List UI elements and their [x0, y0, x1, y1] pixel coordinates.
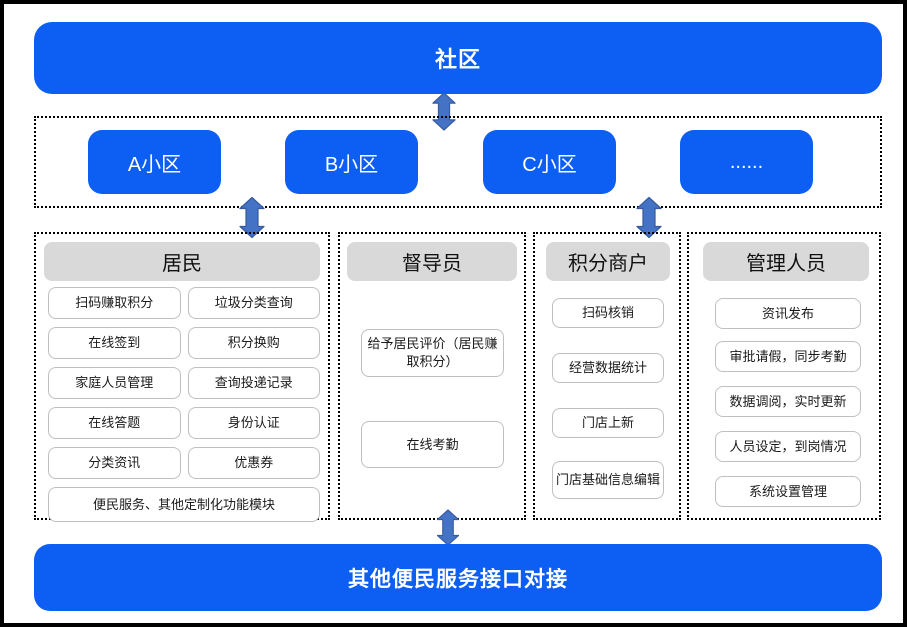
double-arrow-icon: [436, 509, 460, 546]
community-node: 社区: [34, 22, 882, 94]
district-node-b: B小区: [285, 130, 418, 194]
feature-item: 门店上新: [552, 408, 664, 438]
column-merchants: 积分商户 扫码核销 经营数据统计 门店上新 门店基础信息编辑: [533, 232, 681, 520]
feature-item: 扫码核销: [552, 298, 664, 328]
district-node-c: C小区: [483, 130, 616, 194]
column-admins: 管理人员 资讯发布 审批请假，同步考勤 数据调阅，实时更新 人员设定，到岗情况 …: [687, 232, 881, 520]
feature-item: 在线签到: [48, 327, 181, 359]
feature-item: 人员设定，到岗情况: [715, 431, 861, 462]
feature-item: 家庭人员管理: [48, 367, 181, 399]
feature-item: 身份认证: [187, 407, 320, 439]
residents-feature-grid: 扫码赚取积分 垃圾分类查询 在线签到 积分换购 家庭人员管理 查询投递记录 在线…: [48, 287, 320, 522]
feature-item: 分类资讯: [48, 447, 181, 479]
district-node-more: ......: [680, 130, 813, 194]
feature-item: 给予居民评价（居民赚取积分）: [361, 329, 504, 377]
feature-item: 查询投递记录: [187, 367, 320, 399]
column-admins-header: 管理人员: [703, 242, 869, 281]
feature-item: 门店基础信息编辑: [552, 461, 664, 499]
feature-item: 积分换购: [187, 327, 320, 359]
feature-item: 系统设置管理: [715, 476, 861, 507]
feature-item: 扫码赚取积分: [48, 287, 181, 319]
double-arrow-icon: [239, 196, 265, 239]
column-supervisors: 督导员 给予居民评价（居民赚取积分） 在线考勤: [338, 232, 526, 520]
feature-item: 资讯发布: [715, 298, 861, 329]
column-merchants-header: 积分商户: [546, 242, 670, 281]
feature-item: 审批请假，同步考勤: [715, 341, 861, 372]
column-residents: 居民 扫码赚取积分 垃圾分类查询 在线签到 积分换购 家庭人员管理 查询投递记录…: [34, 232, 330, 522]
feature-item: 在线答题: [48, 407, 181, 439]
district-node-a: A小区: [88, 130, 221, 194]
feature-item: 数据调阅，实时更新: [715, 386, 861, 417]
column-residents-header: 居民: [44, 242, 320, 281]
districts-group: A小区 B小区 C小区 ......: [34, 116, 882, 208]
feature-item: 经营数据统计: [552, 353, 664, 383]
double-arrow-icon: [636, 196, 662, 239]
column-supervisors-header: 督导员: [347, 242, 517, 281]
feature-item: 在线考勤: [361, 421, 504, 468]
feature-item: 垃圾分类查询: [187, 287, 320, 319]
double-arrow-icon: [432, 92, 456, 131]
feature-item: 便民服务、其他定制化功能模块: [48, 487, 320, 522]
feature-item: 优惠券: [187, 447, 320, 479]
other-services-node: 其他便民服务接口对接: [34, 544, 882, 611]
